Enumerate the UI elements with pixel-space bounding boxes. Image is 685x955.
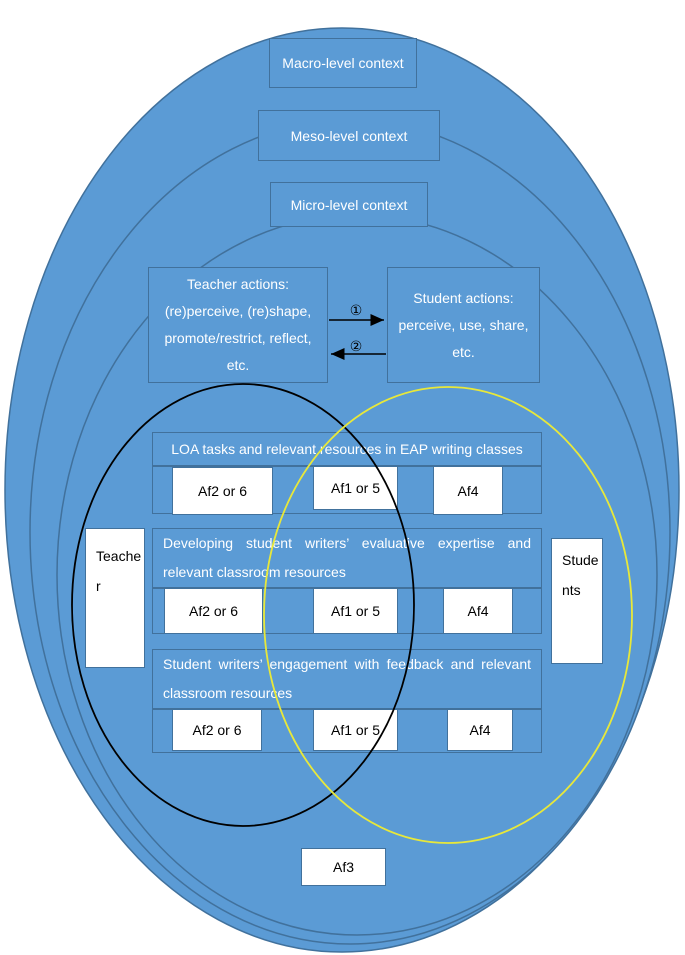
row-1-middle-box: Af1 or 5: [313, 466, 398, 510]
row-3-middle-box: Af1 or 5: [313, 709, 398, 751]
row-2-left-box: Af2 or 6: [164, 588, 263, 634]
row-1-right-box: Af4: [433, 466, 503, 515]
student-actions-box: Student actions: perceive, use, share, e…: [387, 267, 540, 383]
arrow-2-label: ②: [349, 337, 363, 354]
row-3-right-box: Af4: [447, 709, 513, 751]
macro-context-label: Macro-level context: [269, 38, 417, 88]
row-3-left-box: Af2 or 6: [172, 709, 262, 751]
row-3-title: Student writers’ engagement with feedbac…: [152, 649, 542, 709]
row-1-title: LOA tasks and relevant resources in EAP …: [152, 432, 542, 466]
row-2-right-box: Af4: [443, 588, 513, 634]
teacher-actions-box: Teacher actions: (re)perceive, (re)shape…: [148, 267, 328, 383]
meso-context-label: Meso-level context: [258, 110, 440, 161]
micro-context-label: Micro-level context: [270, 182, 428, 227]
arrow-1-label: ①: [349, 301, 363, 318]
row-2-middle-box: Af1 or 5: [313, 588, 398, 634]
teacher-box: Teacher: [85, 528, 145, 668]
af3-box: Af3: [301, 848, 386, 886]
students-box: Students: [551, 538, 603, 664]
row-2-title: Developing student writers’ evaluative e…: [152, 528, 542, 588]
row-1-left-box: Af2 or 6: [172, 467, 273, 515]
